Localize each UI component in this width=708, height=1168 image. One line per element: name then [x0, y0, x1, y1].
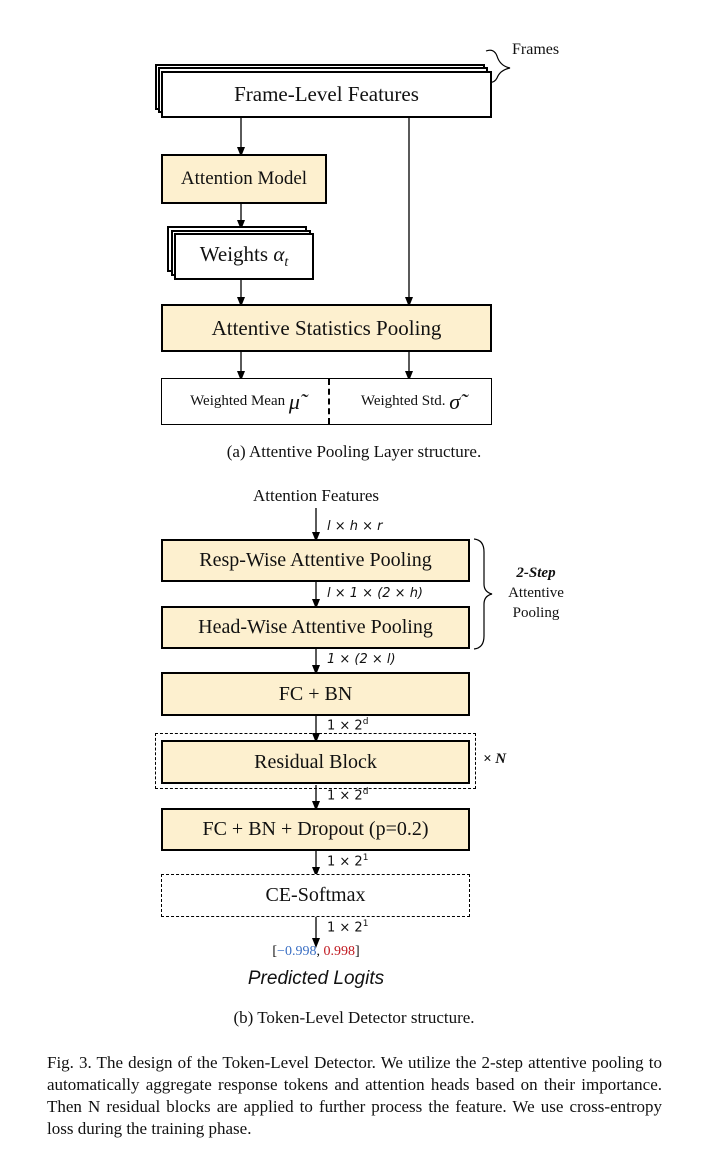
two-step-line2: Attentive: [508, 585, 564, 601]
logits-open-bracket: [: [272, 944, 278, 959]
logits-separator: ,: [316, 944, 324, 959]
fc-bn-dropout-box: FC + BN + Dropout (p=0.2): [161, 808, 470, 851]
weighted-mean-cell: Weighted Mean μ̃: [162, 379, 328, 424]
ce-softmax-label: CE-Softmax: [265, 884, 366, 906]
attention-model-label: Attention Model: [180, 168, 308, 189]
dim5-exp: d: [362, 787, 369, 797]
dim6-exp: 1: [362, 853, 369, 863]
logit-positive: 0.998: [323, 944, 355, 959]
head-wise-pooling-label: Head-Wise Attentive Pooling: [198, 616, 433, 638]
dim5-base: 1 × 2: [327, 788, 363, 804]
attentive-statistics-pooling-label: Attentive Statistics Pooling: [211, 315, 442, 340]
predicted-logits-label: Predicted Logits: [247, 968, 385, 989]
logits-close-bracket: ]: [354, 944, 360, 959]
dim-label-5: 1 × 2d: [327, 787, 368, 803]
repeat-n-label: × N: [483, 751, 507, 767]
frame-level-features-box: Frame-Level Features: [161, 71, 492, 118]
resp-wise-pooling-box: Resp-Wise Attentive Pooling: [161, 539, 470, 582]
resp-wise-pooling-label: Resp-Wise Attentive Pooling: [199, 549, 432, 571]
attention-features-label: Attention Features: [252, 486, 380, 505]
two-step-label: 2-Step Attentive Pooling: [496, 563, 576, 623]
frames-brace: [485, 49, 511, 84]
dim6-base: 1 × 2: [327, 854, 363, 870]
figure-caption: Fig. 3. The design of the Token-Level De…: [47, 1053, 662, 1138]
weights-text: Weights: [199, 241, 274, 266]
residual-block-box: Residual Block: [161, 740, 470, 784]
residual-repeat-frame: [155, 733, 476, 789]
two-step-line3: Pooling: [512, 605, 560, 621]
frames-label: Frames: [512, 41, 560, 58]
dim-label-1: l × h × r: [327, 519, 383, 534]
frame-level-features-label: Frame-Level Features: [234, 82, 419, 106]
weights-box: Weights αt: [174, 233, 314, 280]
dim-label-3: 1 × (2 × l): [327, 652, 396, 667]
attentive-statistics-pooling-box: Attentive Statistics Pooling: [161, 304, 492, 352]
two-step-brace: [473, 538, 493, 650]
caption-b: (b) Token-Level Detector structure.: [233, 1008, 475, 1027]
logit-negative: −0.998: [277, 944, 317, 959]
head-wise-pooling-box: Head-Wise Attentive Pooling: [161, 606, 470, 649]
attention-model-box: Attention Model: [161, 154, 327, 204]
weights-subscript: t: [284, 255, 289, 271]
fc-bn-dropout-label: FC + BN + Dropout (p=0.2): [202, 818, 429, 840]
weights-label: Weights αt: [200, 242, 288, 271]
weights-symbol: α: [273, 241, 285, 266]
residual-block-label: Residual Block: [254, 750, 377, 773]
dim4-exp: d: [362, 717, 369, 727]
dim-label-4: 1 × 2d: [327, 717, 368, 733]
caption-a: (a) Attentive Pooling Layer structure.: [226, 442, 482, 461]
dim4-base: 1 × 2: [327, 718, 363, 734]
stats-divider: [328, 379, 330, 424]
output-stats-box: Weighted Mean μ̃ Weighted Std. σ̃: [161, 378, 492, 425]
weighted-std-cell: Weighted Std. σ̃: [330, 379, 491, 424]
weighted-mean-label: Weighted Mean: [190, 393, 286, 409]
dim7-base: 1 × 2: [327, 920, 363, 936]
mu-tilde-symbol: μ̃: [288, 388, 300, 414]
weighted-std-label: Weighted Std.: [360, 393, 446, 409]
fc-bn-label: FC + BN: [278, 682, 353, 705]
dim-label-6: 1 × 21: [327, 853, 368, 869]
dim-label-2: l × 1 × (2 × h): [327, 586, 424, 601]
ce-softmax-box: CE-Softmax: [161, 874, 470, 917]
sigma-tilde-symbol: σ̃: [449, 388, 461, 414]
dim-label-7: 1 × 21: [327, 919, 368, 935]
two-step-title: 2-Step: [516, 565, 556, 581]
logits-values: [−0.998, 0.998]: [0, 944, 632, 960]
fc-bn-box: FC + BN: [161, 672, 470, 716]
dim7-exp: 1: [362, 919, 369, 929]
